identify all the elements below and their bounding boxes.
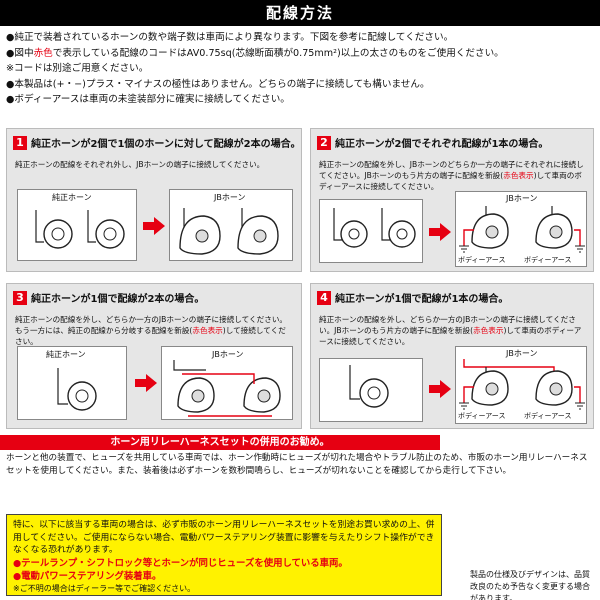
panel-number: 4 (317, 290, 331, 305)
relay-heading: ホーン用リレーハーネスセットの併用のお勧め。 (0, 435, 440, 450)
arrow-icon (143, 217, 165, 235)
original-horn-card (319, 358, 423, 422)
jb-horn-card: JBホーン (169, 189, 293, 261)
horn-icon (349, 365, 389, 408)
panel-title: 純正ホーンが2個でそれぞれ配線が1本の場合。 (335, 139, 549, 150)
spec-note: 製品の仕様及びデザインは、品質改良のため予告なく変更する場合があります。 (470, 570, 590, 600)
jb-horn-wiring-icon (173, 360, 281, 417)
jb-horn-icon (179, 208, 279, 255)
warning-item-2: ●電動パワーステアリング装着車。 (13, 570, 162, 582)
original-horn-card: 純正ホーン (17, 189, 137, 261)
warning-box: 特に、以下に該当する車両の場合は、必ず市販のホーン用リレーハーネスセットを別途お… (6, 514, 442, 596)
panel-number: 2 (317, 135, 331, 150)
panel-title: 純正ホーンが1個で配線が2本の場合。 (31, 294, 205, 305)
note-3: ※コードは別途ご用意ください。 (6, 63, 149, 74)
warning-text: 特に、以下に該当する車両の場合は、必ず市販のホーン用リレーハーネスセットを別途お… (13, 520, 435, 555)
original-horn-card: 純正ホーン (17, 346, 127, 420)
panel-desc: 純正ホーンの配線を外し、どちらか一方のJBホーンの端子に接続してください。JBホ… (319, 315, 582, 346)
jb-horn-label: JBホーン (506, 194, 538, 203)
horn-icon (57, 368, 97, 411)
panel-3: 3 純正ホーンが1個で配線が2本の場合。 純正ホーンの配線を外し、どちらか一方の… (6, 283, 302, 429)
jb-horn-wiring-icon (459, 359, 585, 410)
jb-horn-wiring-icon (459, 206, 585, 253)
panel-number: 1 (13, 135, 27, 150)
warning-footnote: ※ご不明の場合はディーラー等でご確認ください。 (13, 583, 196, 593)
jb-horn-card: JBホーン ボディーアース ボディーアース (455, 346, 587, 424)
arrow-icon (135, 374, 157, 392)
note-5: ●ボディーアースは車両の未塗装部分に確実に接続してください。 (6, 94, 290, 105)
original-horn-label: 純正ホーン (52, 193, 92, 202)
earth-label-right: ボディーアース (524, 256, 572, 264)
panel-title: 純正ホーンが1個で配線が1本の場合。 (335, 294, 509, 305)
earth-label-left: ボディーアース (458, 256, 506, 264)
panel-number: 3 (13, 290, 27, 305)
panel-1: 1 純正ホーンが2個で1個のホーンに対して配線が2本の場合。 純正ホーンの配線を… (6, 128, 302, 272)
panel-desc: 純正ホーンの配線を外し、どちらか一方のJBホーンの端子に接続してください。もう一… (15, 315, 288, 346)
note-2: ●図中赤色で表示している配線のコードはAV0.75sq(芯線断面積が0.75mm… (6, 47, 504, 59)
jb-horn-card: JBホーン ボディーアース ボディーアース (455, 191, 587, 267)
panel-2: 2 純正ホーンが2個でそれぞれ配線が1本の場合。 純正ホーンの配線を外し、JBホ… (310, 128, 594, 272)
jb-horn-label: JBホーン (214, 193, 246, 202)
warning-item-1: ●テールランプ・シフトロック等とホーンが同じヒューズを使用している車両。 (13, 557, 348, 569)
earth-label-right: ボディーアース (524, 412, 572, 420)
panel-desc: 純正ホーンの配線を外し、JBホーンのどちらか一方の端子にそれぞれに接続してくださ… (319, 160, 584, 191)
original-horn-label: 純正ホーン (46, 350, 86, 359)
jb-horn-card: JBホーン (161, 346, 293, 420)
panel-title: 純正ホーンが2個で1個のホーンに対して配線が2本の場合。 (31, 139, 301, 150)
panel-4: 4 純正ホーンが1個で配線が1本の場合。 純正ホーンの配線を外し、どちらか一方の… (310, 283, 594, 429)
jb-horn-label: JBホーン (212, 350, 244, 359)
page-title: 配線方法 (0, 0, 600, 26)
horn-icon (35, 210, 125, 249)
note-1: ●純正で装着されているホーンの数や端子数は車両により異なります。下図を参考に配線… (6, 32, 454, 43)
panel-desc: 純正ホーンの配線をそれぞれ外し、JBホーンの端子に接続してください。 (15, 160, 265, 169)
jb-horn-label: JBホーン (506, 349, 538, 358)
relay-text: ホーンと他の装置で、ヒューズを共用している車両では、ホーン作動時にヒューズが切れ… (6, 453, 588, 476)
arrow-icon (429, 223, 451, 241)
notes: ●純正で装着されているホーンの数や端子数は車両により異なります。下図を参考に配線… (6, 30, 596, 108)
earth-label-left: ボディーアース (458, 412, 506, 420)
arrow-icon (429, 380, 451, 398)
horn-icon (333, 208, 416, 248)
note-4: ●本製品は(+・−)プラス・マイナスの極性はありません。どちらの端子に接続しても… (6, 78, 430, 90)
original-horn-card (319, 199, 423, 263)
